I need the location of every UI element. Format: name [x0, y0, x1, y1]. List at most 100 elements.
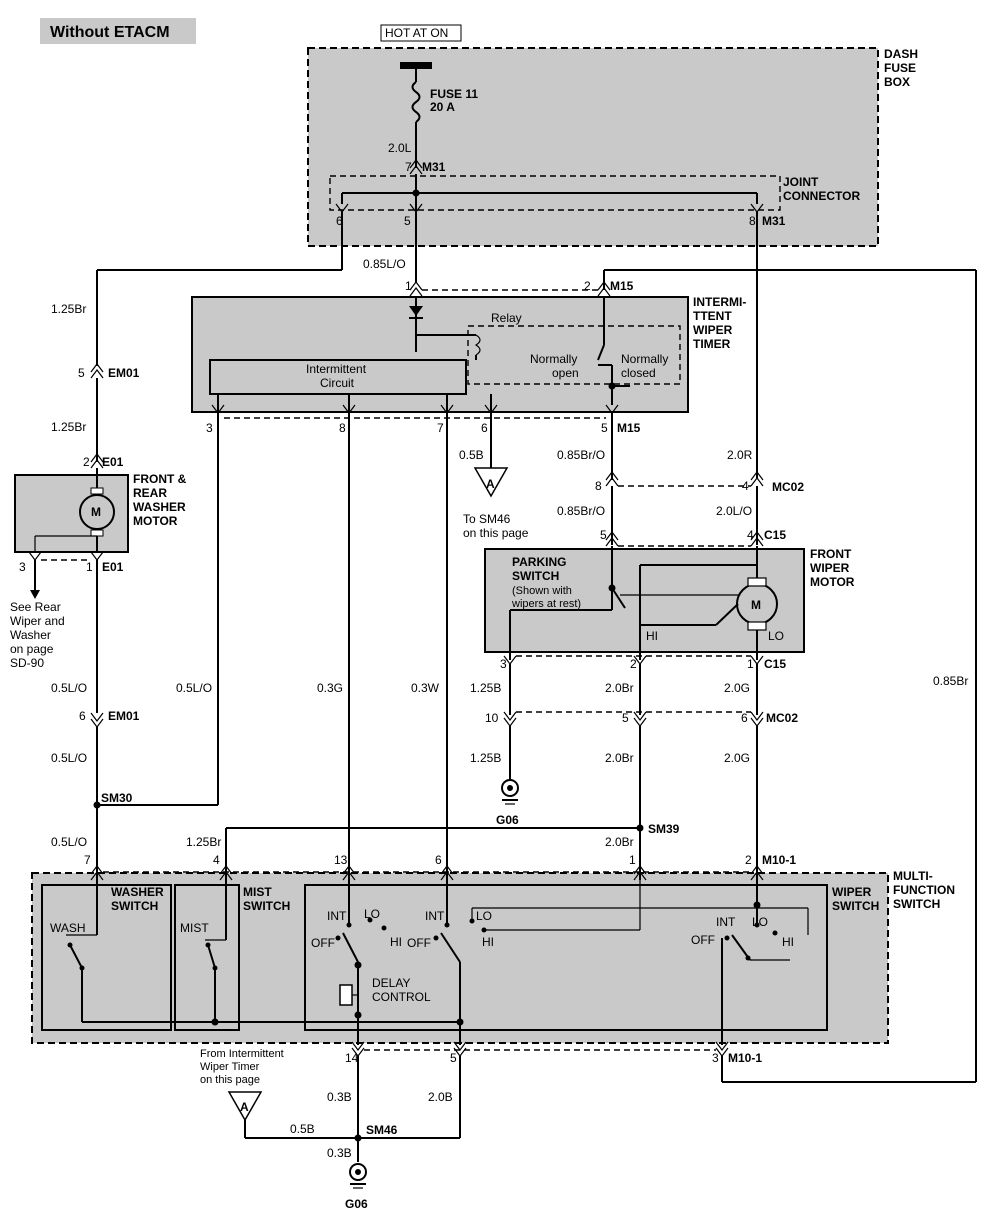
wire-1-25br-a: 1.25Br: [51, 302, 86, 316]
int-label-2: INT: [425, 909, 445, 923]
wire-2-0g-a: 2.0G: [724, 681, 750, 695]
off-label-3: OFF: [691, 933, 715, 947]
wire-2-0b: 2.0B: [428, 1090, 453, 1104]
ref-a-triangle-bottom: [227, 1091, 263, 1122]
pin-e01-1: 1: [86, 560, 93, 574]
wire-2-0r: 2.0R: [727, 448, 753, 462]
front-wiper-motor-2: WIPER: [810, 561, 850, 575]
pin-timer-3: 3: [206, 421, 213, 435]
wire-1-25br-b: 1.25Br: [51, 420, 86, 434]
pin-m10-6: 6: [435, 853, 442, 867]
wire-0-85br: 0.85Br: [933, 674, 968, 688]
washer-motor-label-4: MOTOR: [133, 514, 178, 528]
timer-label-3: WIPER: [693, 323, 733, 337]
fuse-rating: 20 A: [430, 100, 455, 114]
parking-switch-3: (Shown with: [512, 585, 572, 597]
int-label-1: INT: [327, 909, 347, 923]
wire-0-5lo-c: 0.5L/O: [51, 751, 87, 765]
conn-m31-bottom: M31: [762, 214, 786, 228]
mfs-label-2: FUNCTION: [893, 883, 955, 897]
front-wiper-motor-3: MOTOR: [810, 575, 855, 589]
mist-switch-box: [174, 884, 240, 1031]
pin-c15-2: 2: [630, 657, 637, 671]
wire-0-5lo-a: 0.5L/O: [51, 681, 87, 695]
delay-control-2: CONTROL: [372, 990, 431, 1004]
pin-e01-3: 3: [19, 560, 26, 574]
washer-switch-1: WASHER: [111, 885, 164, 899]
pin-c15-5: 5: [600, 528, 607, 542]
fuse-name: FUSE 11: [430, 87, 478, 101]
wire-2-0br-b: 2.0Br: [605, 751, 634, 765]
pin-mc02-4: 4: [742, 479, 749, 493]
normally-open-1: Normally: [530, 352, 577, 366]
see-rear-1: See Rear: [10, 600, 61, 614]
washer-switch-2: SWITCH: [111, 899, 158, 913]
pin-m10-3: 3: [712, 1051, 719, 1065]
to-sm46-1: To SM46: [463, 512, 511, 526]
pin-e01-2: 2: [83, 455, 90, 469]
see-rear-2: Wiper and: [10, 614, 65, 628]
dash-fuse-box: [307, 47, 879, 247]
conn-m15-top: M15: [610, 279, 634, 293]
normally-open-2: open: [552, 366, 579, 380]
pin-timer-6: 6: [481, 421, 488, 435]
front-wiper-motor-1: FRONT: [810, 547, 852, 561]
washer-motor-symbol: [79, 494, 115, 530]
wire-0-5lo-d: 0.5L/O: [51, 835, 87, 849]
lo-label-1: LO: [364, 907, 380, 921]
pin-m31-7: 7: [405, 160, 412, 174]
conn-mc02-top: MC02: [772, 480, 804, 494]
pin-m10-4: 4: [213, 853, 220, 867]
wire-0-3w: 0.3W: [411, 681, 440, 695]
washer-motor-m: M: [91, 505, 101, 519]
delay-control-resistor: [339, 984, 353, 1006]
intermittent-circuit-1: Intermittent: [306, 362, 367, 376]
wire-0-5b-bottom: 0.5B: [290, 1122, 315, 1136]
mist-label: MIST: [180, 921, 209, 935]
wire-2-0br-c: 2.0Br: [605, 835, 634, 849]
conn-c15-bottom: C15: [764, 657, 786, 671]
pin-em01-6: 6: [79, 709, 86, 723]
from-timer-2: Wiper Timer: [200, 1061, 260, 1073]
conn-m10-1-top: M10-1: [762, 853, 796, 867]
washer-motor-label-3: WASHER: [133, 500, 186, 514]
mist-switch-2: SWITCH: [243, 899, 290, 913]
int-label-3: INT: [716, 915, 736, 929]
diagram-title: Without ETACM: [50, 24, 170, 41]
joint-connector-label-1: JOINT: [783, 175, 819, 189]
wiper-switch-box: [304, 884, 828, 1031]
wire-0-5lo-b: 0.5L/O: [176, 681, 212, 695]
wire-0-85bro-b: 0.85Br/O: [557, 504, 605, 518]
pin-mc02-10: 10: [485, 711, 499, 725]
title-badge: [40, 18, 196, 44]
wiper-switch-1: WIPER: [832, 885, 872, 899]
wire-2-0g-b: 2.0G: [724, 751, 750, 765]
relay-label: Relay: [491, 311, 522, 325]
washer-motor-label-1: FRONT &: [133, 472, 187, 486]
power-label: HOT AT ON: [385, 26, 448, 40]
pin-em01-5: 5: [78, 366, 85, 380]
pin-m10-2: 2: [745, 853, 752, 867]
wire-2-0lo: 2.0L/O: [716, 504, 752, 518]
see-rear-4: on page: [10, 642, 54, 656]
parking-lo: LO: [768, 629, 784, 643]
mist-switch-1: MIST: [243, 885, 272, 899]
pin-m31-8: 8: [749, 214, 756, 228]
off-label-1: OFF: [311, 936, 335, 950]
hi-label-2: HI: [482, 935, 494, 949]
pin-mc02-6: 6: [741, 711, 748, 725]
pin-m15-5: 5: [601, 421, 608, 435]
to-sm46-2: on this page: [463, 526, 529, 540]
normally-closed-1: Normally: [621, 352, 668, 366]
wash-label: WASH: [50, 921, 86, 935]
from-timer-1: From Intermittent: [200, 1048, 284, 1060]
dash-fuse-box-label-1: DASH: [884, 47, 918, 61]
pin-timer-8: 8: [339, 421, 346, 435]
pin-mc02-8: 8: [595, 479, 602, 493]
wire-1-25b-b: 1.25B: [470, 751, 501, 765]
wire-0-3b-b: 0.3B: [327, 1146, 352, 1160]
conn-m10-1-bottom: M10-1: [728, 1051, 762, 1065]
hi-label-3: HI: [782, 935, 794, 949]
